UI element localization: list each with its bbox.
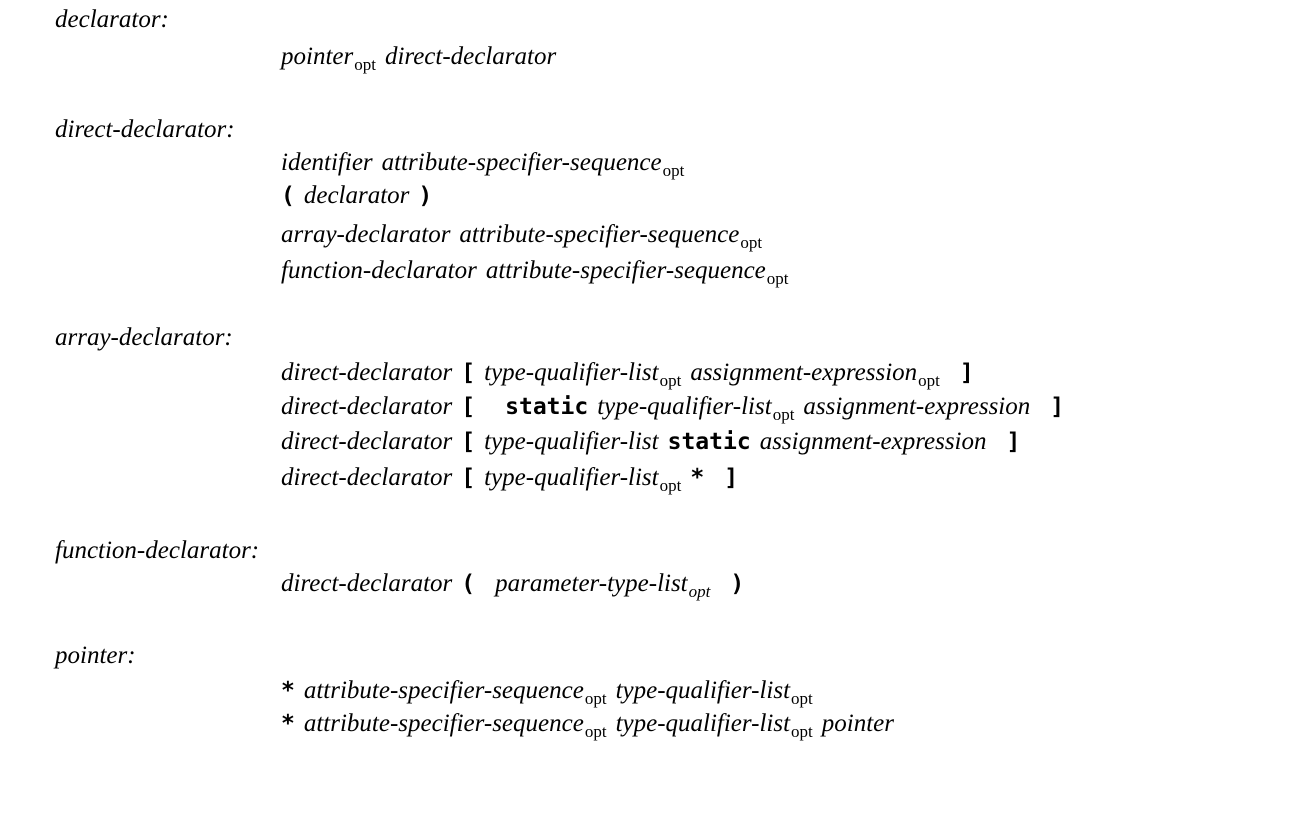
rule-head-declarator: declarator: xyxy=(55,6,169,33)
opt-subscript: opt xyxy=(688,582,711,601)
nonterminal: direct-declarator xyxy=(281,570,453,597)
production-array-declarator-2: direct-declarator [ static type-qualifier-l… xyxy=(281,392,1064,424)
production-array-declarator-1: direct-declarator[type-qualifier-listopt… xyxy=(281,358,974,390)
production-direct-declarator-3: array-declarator attribute-specifier-sequ… xyxy=(281,220,762,252)
rule-head-pointer: pointer: xyxy=(55,642,136,669)
keyword-static: static xyxy=(667,429,751,455)
production-array-declarator-4: direct-declarator [ type-qualifier-listopt… xyxy=(281,463,738,495)
production-array-declarator-3: direct-declarator [ type-qualifier-list sta… xyxy=(281,427,1020,457)
production-direct-declarator-4: function-declarator attribute-specifier-s… xyxy=(281,256,789,288)
nonterminal: attribute-specifier-sequence xyxy=(381,149,662,176)
terminal-paren: ) xyxy=(730,571,745,597)
terminal-bracket: [ xyxy=(461,394,476,420)
terminal-paren: ) xyxy=(418,183,433,209)
production-direct-declarator-1: identifier attribute-specifier-sequenceop… xyxy=(281,148,684,180)
nonterminal: assignment-expression xyxy=(803,393,1031,420)
opt-subscript: opt xyxy=(766,269,789,288)
rule-head-array-declarator: array-declarator: xyxy=(55,324,233,351)
terminal-bracket: [ xyxy=(461,429,476,455)
opt-subscript: opt xyxy=(354,55,376,74)
terminal-bracket: [ xyxy=(461,360,476,386)
nonterminal: direct-declarator xyxy=(384,43,557,70)
terminal-bracket: ] xyxy=(959,360,974,386)
production-direct-declarator-2: ( declarator) xyxy=(281,181,432,211)
nonterminal: type-qualifier-list xyxy=(484,359,659,386)
nonterminal: attribute-specifier-sequence xyxy=(459,221,740,248)
terminal-bracket: [ xyxy=(461,465,476,491)
nonterminal: type-qualifier-list xyxy=(484,428,659,455)
nonterminal: pointer xyxy=(281,43,354,70)
opt-subscript: opt xyxy=(791,689,813,708)
opt-subscript: opt xyxy=(740,233,763,252)
terminal-star: * xyxy=(690,465,705,491)
terminal-bracket: ] xyxy=(1050,394,1065,420)
nonterminal: attribute-specifier-sequence xyxy=(303,677,584,704)
opt-subscript: opt xyxy=(772,405,795,424)
rule-head-function-declarator: function-declarator: xyxy=(55,537,260,564)
nonterminal: array-declarator xyxy=(281,221,451,248)
nonterminal: type-qualifier-list xyxy=(615,710,791,737)
opt-subscript: opt xyxy=(659,371,682,390)
opt-subscript: opt xyxy=(662,161,685,180)
terminal-bracket: ] xyxy=(724,465,739,491)
nonterminal: pointer xyxy=(821,710,894,737)
production-function-declarator-1: direct-declarator ( parameter-type-listopt… xyxy=(281,569,744,601)
terminal-bracket: ] xyxy=(1006,429,1021,455)
opt-subscript: opt xyxy=(584,722,607,741)
nonterminal: type-qualifier-list xyxy=(484,464,659,491)
terminal-paren: ( xyxy=(281,183,295,209)
opt-subscript: opt xyxy=(584,689,607,708)
production-declarator-1: pointeropt direct-declarator xyxy=(281,42,556,74)
nonterminal: type-qualifier-list xyxy=(597,393,772,420)
nonterminal: attribute-specifier-sequence xyxy=(303,710,584,737)
nonterminal: direct-declarator xyxy=(281,359,453,386)
nonterminal: function-declarator xyxy=(281,257,477,284)
terminal-star: * xyxy=(281,711,295,737)
terminal-star: * xyxy=(281,678,295,704)
nonterminal: declarator xyxy=(303,182,410,209)
nonterminal: type-qualifier-list xyxy=(615,677,791,704)
nonterminal: identifier xyxy=(281,149,373,176)
nonterminal: attribute-specifier-sequence xyxy=(485,257,766,284)
rule-head-direct-declarator: direct-declarator: xyxy=(55,116,235,143)
opt-subscript: opt xyxy=(918,371,940,390)
opt-subscript: opt xyxy=(659,476,682,495)
terminal-paren: ( xyxy=(461,571,476,597)
nonterminal: assignment-expression xyxy=(690,359,918,386)
nonterminal: direct-declarator xyxy=(281,428,453,455)
nonterminal: parameter-type-list xyxy=(495,570,688,597)
opt-subscript: opt xyxy=(791,722,813,741)
nonterminal: direct-declarator xyxy=(281,464,453,491)
nonterminal: assignment-expression xyxy=(759,428,987,455)
nonterminal: direct-declarator xyxy=(281,393,453,420)
keyword-static: static xyxy=(505,394,589,420)
